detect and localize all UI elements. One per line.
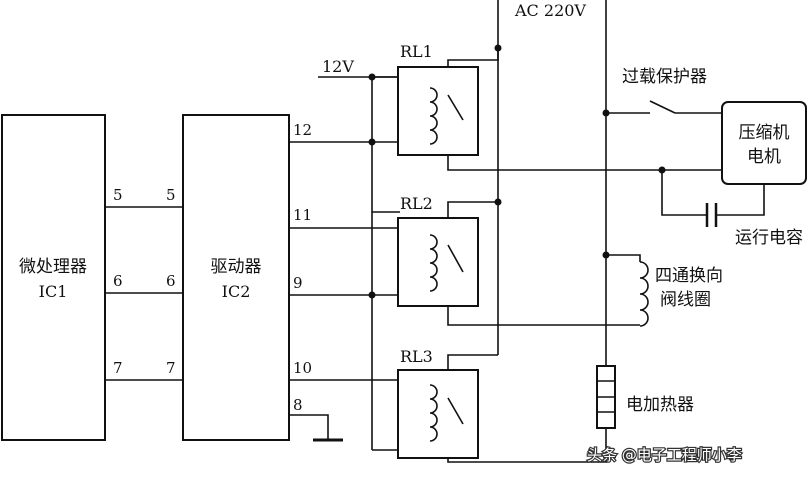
junction-12v bbox=[368, 73, 376, 81]
relay-rl2-coil-icon bbox=[429, 234, 438, 292]
run-capacitor-label: 运行电容 bbox=[735, 228, 803, 248]
valve-coil-icon bbox=[639, 261, 649, 327]
ic2-pin-7: 7 bbox=[166, 359, 176, 377]
ic1-pin-5: 5 bbox=[113, 186, 123, 204]
compressor-motor-box bbox=[721, 101, 807, 185]
wire-pin8 bbox=[289, 414, 329, 440]
ic1-pin-7: 7 bbox=[113, 359, 123, 377]
ic1-id: IC1 bbox=[39, 282, 68, 301]
relay-rl2 bbox=[397, 217, 479, 307]
ic2-pin-12: 12 bbox=[293, 121, 312, 139]
supply-12v-label: 12V bbox=[322, 57, 354, 76]
wire-12v-rl1 bbox=[372, 76, 399, 86]
wire-valve-top bbox=[606, 254, 641, 262]
relay-rl3 bbox=[397, 369, 479, 459]
junction-pin9 bbox=[368, 291, 376, 299]
ic2-pin-10: 10 bbox=[293, 359, 312, 377]
junction-pin12 bbox=[368, 138, 376, 146]
relay-rl1-contact-in bbox=[447, 48, 499, 67]
ic1-label: 微处理器 bbox=[19, 257, 87, 277]
relay-rl2-switch-icon bbox=[447, 244, 464, 273]
wire-cap-right bbox=[717, 184, 765, 216]
valve-label-2: 阀线圈 bbox=[660, 290, 711, 310]
relay-rl1-contact-out bbox=[447, 155, 662, 171]
compressor-label: 压缩机 bbox=[739, 123, 790, 143]
ic2-label: 驱动器 bbox=[211, 257, 262, 277]
relay-rl3-contact-in bbox=[447, 354, 498, 370]
relay-rl3-coil-icon bbox=[429, 384, 438, 442]
relay-rl3-switch-icon bbox=[447, 397, 464, 425]
heater-label: 电加热器 bbox=[626, 395, 694, 415]
relay-rl3-label: RL3 bbox=[400, 347, 433, 366]
ic2-box bbox=[182, 114, 290, 441]
overload-protector-label: 过载保护器 bbox=[622, 67, 707, 87]
relay-rl1-switch-icon bbox=[447, 94, 464, 121]
relay-rl2-label: RL2 bbox=[400, 194, 433, 213]
valve-label-1: 四通换向 bbox=[655, 266, 723, 286]
ic2-pin-5: 5 bbox=[166, 186, 176, 204]
ic2-pin-9: 9 bbox=[293, 274, 303, 292]
overload-switch-icon bbox=[649, 100, 676, 114]
wire-cap-left bbox=[661, 170, 706, 216]
ic2-pin-8: 8 bbox=[293, 396, 303, 414]
junction-ac-rl1 bbox=[494, 44, 502, 52]
relay-rl2-contact-out bbox=[447, 306, 640, 326]
ic2-pin-11: 11 bbox=[293, 206, 312, 224]
ic2-pin-6: 6 bbox=[166, 272, 176, 290]
ic1-pin-6: 6 bbox=[113, 272, 123, 290]
relay-rl1-coil-icon bbox=[429, 87, 438, 145]
motor-label: 电机 bbox=[747, 147, 781, 167]
watermark: 头条 @电子工程师小李 bbox=[587, 446, 742, 464]
relay-rl1 bbox=[397, 66, 479, 156]
relay-rl3-contact-out bbox=[447, 428, 607, 463]
relay-rl2-contact-in bbox=[447, 201, 498, 218]
ac-supply-label: AC 220V bbox=[514, 1, 586, 20]
ic1-box bbox=[1, 114, 106, 441]
relay-rl1-label: RL1 bbox=[400, 42, 433, 61]
ic2-id: IC2 bbox=[222, 282, 251, 301]
